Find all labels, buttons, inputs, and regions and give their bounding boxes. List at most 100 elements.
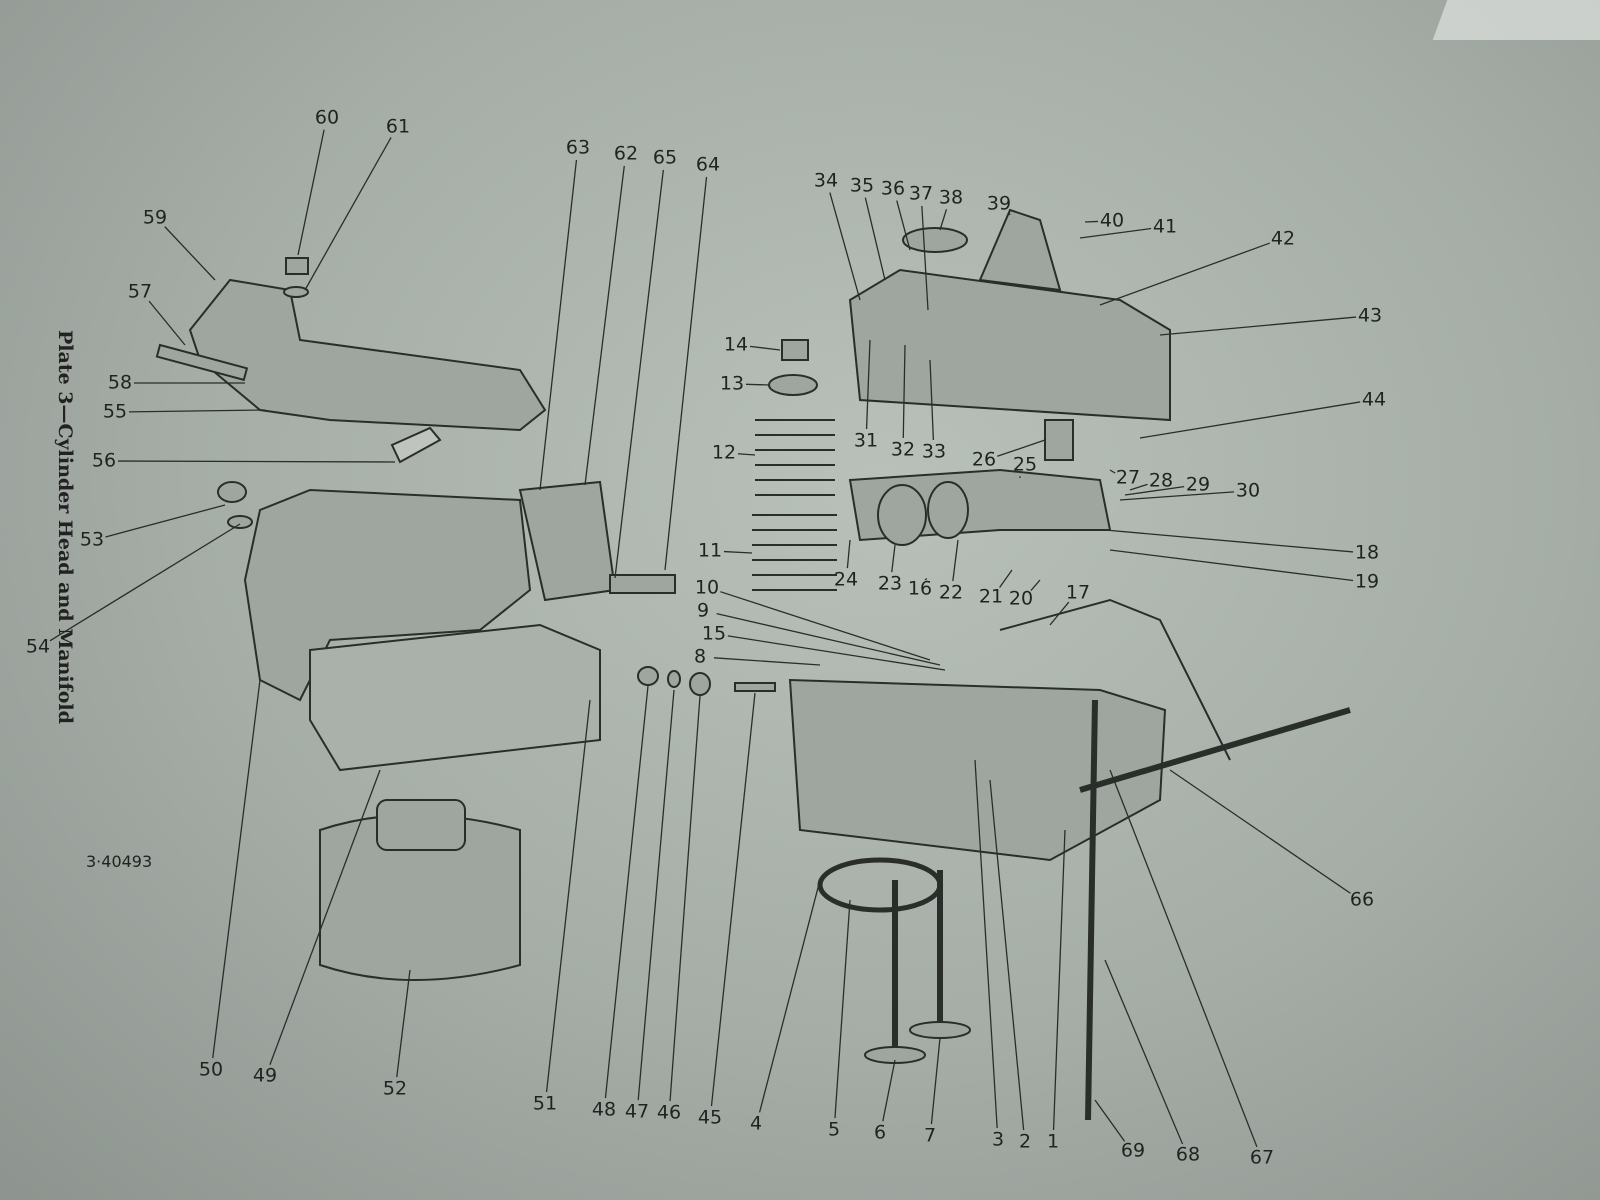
part-label-49: 49 [252,1064,278,1087]
washer-46 [689,672,711,696]
part-label-50: 50 [198,1058,224,1081]
part-label-39: 39 [986,192,1012,215]
leader-line-20 [1030,579,1041,591]
leader-line-44 [1139,401,1361,439]
part-label-13: 13 [719,372,745,395]
part-label-40: 40 [1099,209,1125,232]
leader-line-23 [891,544,896,573]
washer-54 [227,515,253,529]
part-label-17: 17 [1065,581,1091,604]
leader-line-16 [924,578,928,581]
flange-62 [518,480,617,602]
silencer-neck [376,799,466,851]
lifting-eye-39 [978,208,1062,292]
part-label-53: 53 [79,528,105,551]
spring-12 [755,419,835,496]
part-label-59: 59 [142,206,168,229]
plug-60 [285,257,309,275]
part-label-41: 41 [1152,215,1178,238]
part-label-67: 67 [1249,1146,1275,1169]
leader-line-54 [49,523,241,642]
leader-line-2 [989,779,1025,1131]
plug-53 [217,481,247,503]
bolt-64 [609,574,676,594]
leader-line-67 [1109,769,1258,1148]
part-label-24: 24 [833,568,859,591]
part-label-60: 60 [314,106,340,129]
leader-line-4 [758,879,821,1113]
part-label-14: 14 [723,333,749,356]
part-label-23: 23 [877,572,903,595]
leader-line-19 [1109,549,1354,582]
part-label-16: 16 [907,577,933,600]
part-label-26: 26 [971,448,997,471]
washer-61 [283,286,309,298]
leader-line-52 [396,969,411,1078]
leader-line-21 [999,569,1013,588]
part-label-2: 2 [1018,1130,1032,1153]
part-label-21: 21 [978,585,1004,608]
pillar-26 [1044,419,1074,461]
leader-line-43 [1159,316,1357,336]
part-label-35: 35 [849,174,875,197]
leader-line-40 [1084,220,1099,223]
part-label-56: 56 [91,449,117,472]
leader-lines [49,129,1361,1148]
part-label-1: 1 [1046,1130,1060,1153]
part-label-30: 30 [1235,479,1261,502]
part-label-68: 68 [1175,1143,1201,1166]
part-label-29: 29 [1185,473,1211,496]
seal-4 [817,857,943,913]
leader-line-57 [148,300,186,346]
leader-line-11 [723,550,753,554]
leader-line-65 [614,169,664,579]
leader-line-30 [1119,491,1235,501]
cap-14 [781,339,809,361]
rod-68 [1085,699,1098,1121]
leader-line-41 [1079,227,1152,239]
part-label-58: 58 [107,371,133,394]
rocker-cover-43 [848,268,1171,422]
part-label-9: 9 [696,599,710,622]
part-label-28: 28 [1148,469,1174,492]
leader-line-5 [834,899,851,1119]
part-label-57: 57 [127,280,153,303]
bush-22 [927,481,969,539]
leader-line-7 [930,1037,941,1125]
part-label-48: 48 [591,1098,617,1121]
spring-11 [752,514,837,591]
leader-line-33 [929,359,935,441]
valve-7-head [909,1021,971,1039]
part-label-7: 7 [923,1124,937,1147]
leader-line-27 [1109,469,1116,474]
part-label-43: 43 [1357,304,1383,327]
leader-line-13 [745,383,771,386]
part-label-47: 47 [624,1100,650,1123]
leader-line-29 [1124,485,1185,496]
leader-line-60 [297,129,325,256]
leader-line-49 [269,769,381,1065]
part-label-11: 11 [697,539,723,562]
leader-line-50 [212,679,261,1059]
part-label-25: 25 [1012,453,1038,476]
leader-line-24 [846,539,851,569]
stud-45 [734,682,776,692]
leader-line-47 [637,689,675,1101]
leader-line-31 [865,339,871,430]
leader-line-14 [749,345,781,351]
part-label-66: 66 [1349,888,1375,911]
part-label-38: 38 [938,186,964,209]
leader-line-64 [664,176,708,571]
leader-line-62 [584,165,625,486]
nut-48 [637,666,659,686]
part-label-37: 37 [908,182,934,205]
leader-line-35 [864,197,886,281]
bolt-57 [155,343,249,382]
leader-line-51 [545,699,591,1093]
cylinder-head [788,678,1167,862]
part-label-15: 15 [701,622,727,645]
leader-line-18 [1104,529,1354,553]
figure-number: 3·40493 [86,852,153,871]
part-label-34: 34 [813,169,839,192]
